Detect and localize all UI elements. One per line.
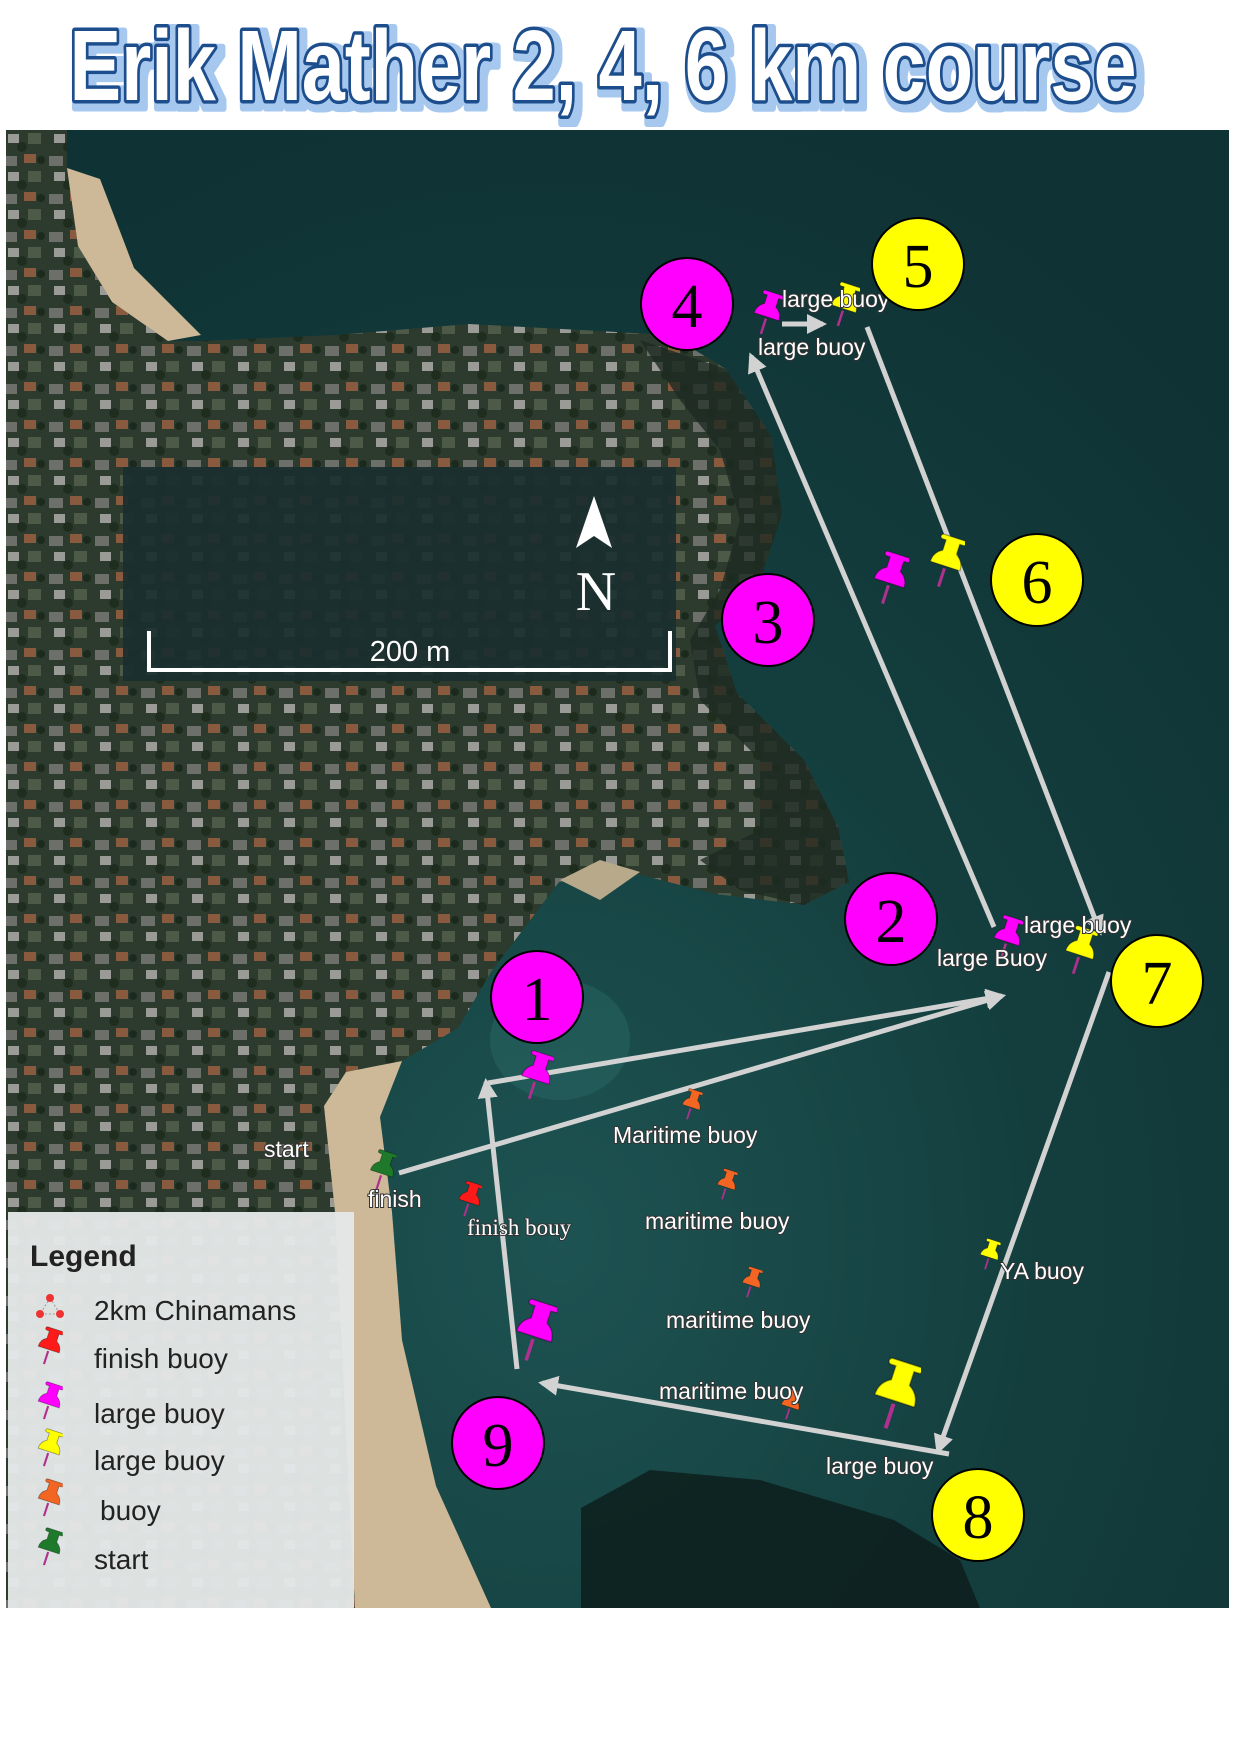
route-7-to-8 — [933, 971, 1112, 1455]
legend-label: start — [94, 1544, 149, 1575]
waypoint-number: 9 — [483, 1412, 514, 1480]
waypoint-circle — [451, 1396, 545, 1490]
waypoint-circle — [844, 872, 938, 966]
scale-box: 200 m N — [123, 467, 676, 681]
label-maritime-buoy: maritime buoy — [659, 1378, 804, 1404]
rocky-headland — [640, 340, 849, 905]
legend-label: large buoy — [94, 1445, 225, 1476]
waypoint-4: 4 — [640, 257, 734, 351]
waypoint-markers: 1 2 3 4 5 6 7 8 9 — [451, 217, 1204, 1562]
label-large-buoy: large buoy — [1024, 912, 1132, 938]
waypoint-number: 3 — [753, 589, 784, 657]
waypoint-5: 5 — [871, 217, 965, 311]
route-8-to-9 — [538, 1375, 950, 1457]
legend-panel — [8, 1212, 354, 1608]
legend-item: buoy — [37, 1477, 161, 1526]
waypoint-number: 8 — [963, 1484, 994, 1552]
waypoint-number: 4 — [672, 273, 703, 341]
waypoint-circle — [931, 1468, 1025, 1562]
label-ya-buoy: YA buoy — [1000, 1258, 1084, 1284]
waypoint-number: 2 — [876, 888, 907, 956]
waypoint-number: 5 — [903, 233, 934, 301]
waypoint-circle — [490, 950, 584, 1044]
route-2-to-4 — [748, 352, 997, 928]
north-arrow-icon — [576, 496, 612, 548]
label-large-buoy: large buoy — [782, 286, 890, 312]
waypoint-circle — [721, 573, 815, 667]
route-5-to-7 — [864, 326, 1104, 936]
label-finish-bouy: finish bouy — [467, 1215, 572, 1240]
route-start-to-2 — [398, 990, 1006, 1176]
label-start: start — [264, 1136, 309, 1162]
waypoint-7: 7 — [1110, 934, 1204, 1028]
label-maritime-buoy: maritime buoy — [666, 1307, 811, 1333]
label-large-buoy: large buoy — [758, 334, 866, 360]
route-polygon-icon — [36, 1294, 64, 1318]
north-label: N — [576, 561, 616, 623]
waypoint-circle — [1110, 934, 1204, 1028]
route-9-to-1 — [477, 1078, 520, 1370]
waypoint-number: 6 — [1022, 549, 1053, 617]
page-title: Erik Mather 2, 4, 6 km course — [70, 10, 1137, 122]
label-maritime-buoy: maritime buoy — [645, 1208, 790, 1234]
beach-north — [67, 168, 201, 341]
legend-label: buoy — [100, 1495, 161, 1526]
legend-item: finish buoy — [37, 1325, 228, 1374]
waypoint-number: 1 — [522, 966, 553, 1034]
legend: Legend 2km Chinamans finish buoy large buo… — [8, 1212, 354, 1608]
label-large-buoy: large Buoy — [937, 945, 1047, 971]
scale-label: 200 m — [370, 636, 451, 668]
course-routes — [398, 314, 1112, 1457]
waypoint-3: 3 — [721, 573, 815, 667]
waypoint-2: 2 — [844, 872, 938, 966]
waypoint-8: 8 — [931, 1468, 1025, 1562]
legend-item: large buoy — [37, 1427, 225, 1476]
reef-south — [581, 1470, 980, 1608]
legend-item: 2km Chinamans — [36, 1294, 296, 1326]
label-large-buoy: large buoy — [826, 1453, 934, 1479]
scale-bar — [147, 631, 672, 672]
label-maritime-buoy: Maritime buoy — [613, 1122, 758, 1148]
small-beach — [560, 860, 640, 900]
legend-item: start — [37, 1526, 149, 1575]
legend-label: large buoy — [94, 1398, 225, 1429]
waypoint-circle — [990, 533, 1084, 627]
legend-item: large buoy — [37, 1380, 225, 1429]
legend-label: finish buoy — [94, 1343, 228, 1374]
legend-title: Legend — [30, 1240, 137, 1273]
waypoint-1: 1 — [490, 950, 584, 1044]
beach-main — [324, 1061, 491, 1608]
waypoint-6: 6 — [990, 533, 1084, 627]
waypoint-9: 9 — [451, 1396, 545, 1490]
waypoint-circle — [640, 257, 734, 351]
waypoint-number: 7 — [1142, 950, 1173, 1018]
route-1-to-2 — [487, 988, 1006, 1086]
waypoint-circle — [871, 217, 965, 311]
label-finish: finish — [368, 1186, 422, 1212]
legend-label: 2km Chinamans — [94, 1295, 296, 1326]
map-labels: large buoy large buoy large buoy large B… — [263, 285, 1133, 1480]
